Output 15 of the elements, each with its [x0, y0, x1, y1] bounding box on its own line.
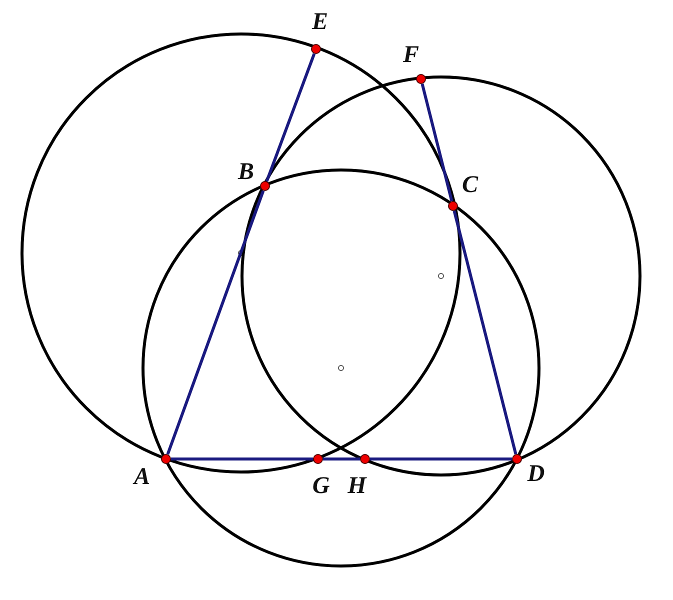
line-segment — [452, 210, 518, 455]
point-label: C — [460, 172, 480, 198]
point-label: G — [311, 473, 331, 499]
point-label: A — [132, 464, 151, 490]
point-label: H — [346, 473, 368, 499]
line-segment — [171, 458, 313, 460]
point-label: B — [236, 159, 255, 185]
line-segment — [420, 83, 454, 202]
point-label: D — [526, 461, 546, 487]
point-label: E — [310, 9, 329, 35]
line-segment — [265, 53, 316, 182]
line-segment — [370, 458, 512, 460]
point-label: F — [402, 42, 420, 68]
line-segment — [166, 190, 265, 455]
line-segment — [323, 458, 360, 460]
